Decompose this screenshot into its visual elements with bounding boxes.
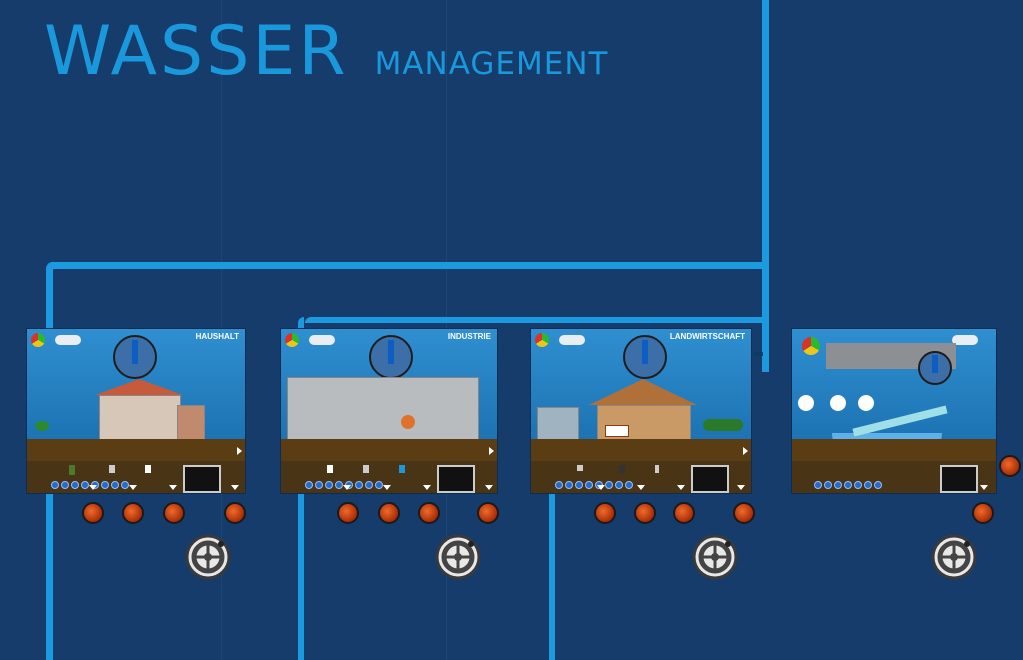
round-orange-button[interactable] <box>634 502 656 524</box>
round-orange-button[interactable] <box>224 502 246 524</box>
water-meter-icon[interactable] <box>918 351 952 385</box>
control-panel <box>531 447 751 493</box>
ground <box>792 439 996 461</box>
control-panel <box>281 447 497 493</box>
round-orange-button[interactable] <box>673 502 695 524</box>
cow-icon <box>605 425 629 437</box>
round-orange-button[interactable] <box>122 502 144 524</box>
round-orange-button[interactable] <box>82 502 104 524</box>
barn-roof <box>589 379 697 405</box>
furnace-icon <box>401 415 415 429</box>
valve-wheel-icon[interactable] <box>931 534 977 580</box>
ground <box>27 439 245 461</box>
house-annex <box>177 405 205 441</box>
status-gauge-icon <box>31 333 45 347</box>
valve-wheel-icon[interactable] <box>435 534 481 580</box>
play-arrow-icon[interactable] <box>743 447 748 455</box>
ground <box>281 439 497 461</box>
status-gauge-icon <box>535 333 549 347</box>
menu-arrows <box>792 485 996 491</box>
status-gauge-icon <box>802 337 820 355</box>
tree-icon <box>703 419 743 431</box>
screen-industrie[interactable]: INDUSTRIE <box>280 328 498 494</box>
page-title: WASSER MANAGEMENT <box>44 18 608 86</box>
water-meter-icon[interactable] <box>369 335 413 379</box>
round-orange-button[interactable] <box>378 502 400 524</box>
cloud-icon <box>952 335 978 345</box>
round-orange-button[interactable] <box>594 502 616 524</box>
panel-icon <box>109 465 115 473</box>
info-icon[interactable] <box>830 395 846 411</box>
round-orange-button[interactable] <box>337 502 359 524</box>
house <box>99 395 181 441</box>
scene-title: LANDWIRTSCHAFT <box>669 332 745 341</box>
title-main: WASSER <box>44 12 349 91</box>
panel-icon <box>655 465 659 473</box>
panel-icon <box>327 465 333 473</box>
screen-landwirtschaft[interactable]: LANDWIRTSCHAFT <box>530 328 752 494</box>
greenhouse <box>537 407 579 441</box>
scene-title: HAUSHALT <box>195 332 239 341</box>
round-orange-button[interactable] <box>972 502 994 524</box>
title-sub: MANAGEMENT <box>374 46 609 82</box>
water-meter-icon[interactable] <box>113 335 157 379</box>
plant-icon <box>35 421 49 431</box>
play-arrow-icon[interactable] <box>237 447 242 455</box>
monitor-icon <box>437 465 475 493</box>
monitor-icon <box>691 465 729 493</box>
screen-haushalt[interactable]: HAUSHALT <box>26 328 246 494</box>
round-orange-button[interactable] <box>733 502 755 524</box>
cloud-icon <box>55 335 81 345</box>
panel-icon <box>577 465 583 471</box>
round-orange-button[interactable] <box>477 502 499 524</box>
status-gauge-icon <box>285 333 299 347</box>
cloud-icon <box>309 335 335 345</box>
cloud-icon <box>559 335 585 345</box>
panel-icon <box>399 465 405 473</box>
play-arrow-icon[interactable] <box>489 447 494 455</box>
level-dots <box>305 481 383 489</box>
scene-title: INDUSTRIE <box>447 332 491 341</box>
menu-arrows <box>531 485 751 491</box>
monitor-icon <box>940 465 978 493</box>
monitor-icon <box>183 465 221 493</box>
screen-landscape[interactable] <box>791 328 997 494</box>
info-icon[interactable] <box>798 395 814 411</box>
panel-icon <box>145 465 151 473</box>
round-orange-button[interactable] <box>999 455 1021 477</box>
valve-wheel-icon[interactable] <box>692 534 738 580</box>
panel-icon <box>619 465 625 473</box>
panel-icon <box>363 465 369 473</box>
menu-arrows <box>27 485 245 491</box>
menu-arrows <box>281 485 497 491</box>
round-orange-button[interactable] <box>418 502 440 524</box>
house-roof <box>95 379 183 395</box>
control-panel <box>27 447 245 493</box>
level-dots <box>814 481 882 489</box>
control-panel <box>792 461 996 493</box>
factory <box>287 377 479 441</box>
ground <box>531 439 751 461</box>
info-icon[interactable] <box>858 395 874 411</box>
valve-wheel-icon[interactable] <box>185 534 231 580</box>
round-orange-button[interactable] <box>163 502 185 524</box>
panel-icon <box>69 465 75 475</box>
water-meter-icon[interactable] <box>623 335 667 379</box>
